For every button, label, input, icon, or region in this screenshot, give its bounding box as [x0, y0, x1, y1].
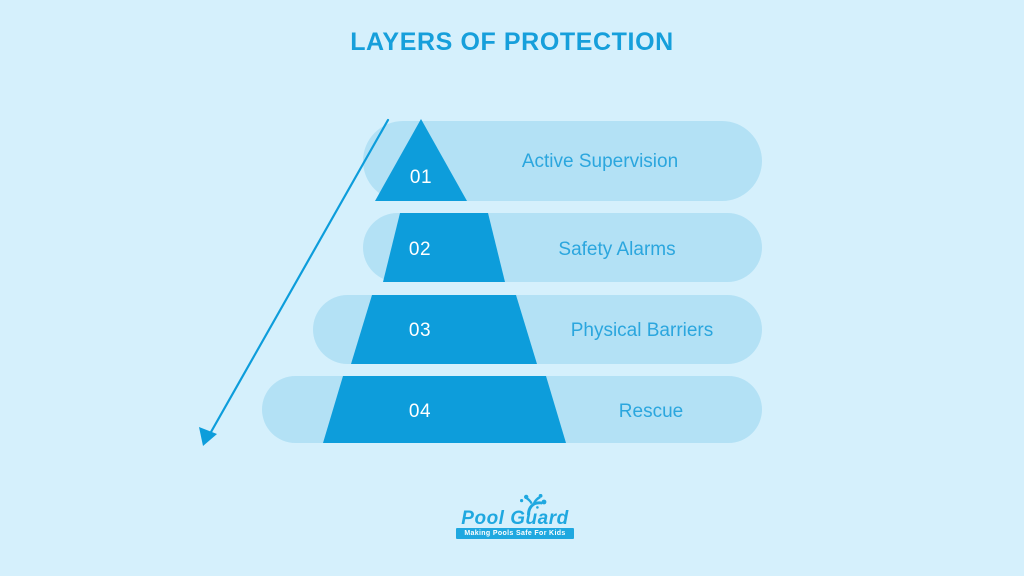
level-number-2: 02 [408, 239, 432, 260]
level-number-4: 04 [408, 401, 432, 422]
logo-tagline: Making Pools Safe For Kids [464, 530, 566, 537]
pool-guard-logo: Pool Guard Making Pools Safe For Kids [455, 494, 575, 544]
level-label-3: Physical Barriers [570, 320, 714, 341]
page-title: LAYERS OF PROTECTION [350, 28, 674, 56]
level-number-3: 03 [408, 320, 432, 341]
pyramid-slice-1 [375, 119, 467, 201]
level-label-4: Rescue [618, 401, 684, 422]
direction-arrow [199, 118, 390, 446]
logo-wordmark: Pool Guard [461, 508, 569, 529]
water-splash-icon [520, 494, 547, 515]
level-label-2: Safety Alarms [558, 239, 676, 260]
level-label-1: Active Supervision [521, 151, 679, 172]
pyramid-slice-3 [351, 295, 537, 364]
logo-tagline-bar: Making Pools Safe For Kids [456, 528, 574, 539]
pyramid-slice-4 [323, 376, 566, 443]
level-number-1: 01 [409, 167, 433, 188]
